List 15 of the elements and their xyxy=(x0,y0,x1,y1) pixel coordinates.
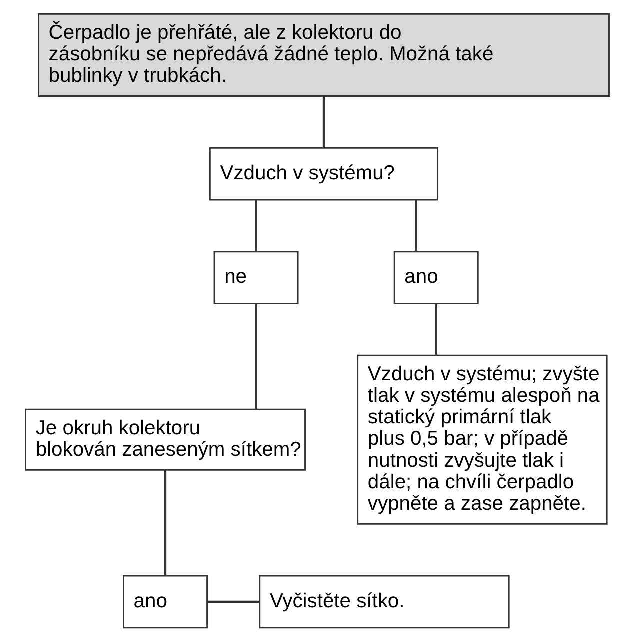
connector xyxy=(415,200,418,252)
node-box: ano xyxy=(123,575,208,629)
connector xyxy=(322,96,326,148)
connector xyxy=(208,600,260,603)
connector xyxy=(435,304,438,355)
node-box: ne xyxy=(214,251,299,304)
connector xyxy=(255,304,258,410)
connector xyxy=(255,200,258,252)
node-box: Čerpadlo je přehřáté, ale z kolektoru do zásobníku se nepředává žádné teplo. Možná také bublinky v trubkách. xyxy=(38,13,610,97)
node-box: Vzduch v systému? xyxy=(209,147,439,201)
node-box: Vzduch v systému; zvyšte tlak v systému alespoň na statický primární tlak plus 0,5 bar; v případě nutnosti zvyšujte tlak i dále; na chvíli čerpadlo vypněte a zase zapněte. xyxy=(357,354,608,525)
node-box: Je okruh kolektoru blokován zaneseným sítkem? xyxy=(25,408,306,471)
connector xyxy=(164,470,167,576)
node-box: Vyčistěte sítko. xyxy=(259,575,510,629)
node-box: ano xyxy=(394,251,479,304)
